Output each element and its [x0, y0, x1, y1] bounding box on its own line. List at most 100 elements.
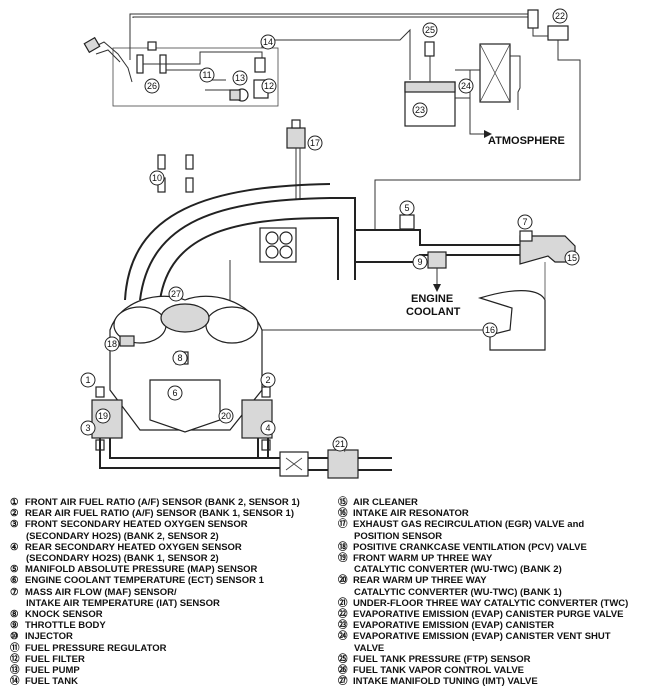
legend-marker: ⑥ [10, 575, 19, 587]
legend-marker: ⑮ [338, 497, 348, 508]
callout-circle [232, 70, 248, 86]
legend-entry: CATALYTIC CONVERTER (WU-TWC) (BANK 2) [338, 564, 628, 575]
callout-circle [168, 286, 184, 302]
callout-circle [144, 78, 160, 94]
callout-number: 15 [567, 253, 577, 263]
legend-text: VALVE [354, 642, 385, 654]
legend-entry: ⑤ MANIFOLD ABSOLUTE PRESSURE (MAP) SENSOR [10, 564, 300, 575]
legend-marker: ⑰ [338, 519, 348, 531]
callout-circle [412, 254, 428, 270]
legend-marker: ⑩ [10, 631, 19, 643]
callout-circle [399, 200, 415, 216]
legend-text: FUEL TANK PRESSURE (FTP) SENSOR [353, 653, 531, 665]
legend-marker: ⑤ [10, 564, 19, 576]
legend-marker: ⑧ [10, 609, 19, 621]
callout-number: 8 [177, 353, 182, 363]
legend-marker: ⑦ [10, 586, 19, 598]
legend-entry: ⑨ THROTTLE BODY [10, 620, 300, 631]
intake-system [124, 183, 576, 351]
legend-entry: POSITION SENSOR [338, 531, 628, 542]
legend-text: POSITION SENSOR [354, 530, 443, 542]
legend-marker: ㉓ [338, 620, 348, 632]
legend-marker: ⑯ [338, 508, 348, 520]
exhaust-system [99, 438, 392, 479]
legend-text: REAR WARM UP THREE WAY [353, 575, 487, 587]
engine-coolant-label-line1: ENGINE [411, 293, 453, 305]
callout-number: 7 [522, 217, 527, 227]
callout-number: 1 [85, 375, 90, 385]
callout-circle [458, 78, 474, 94]
legend-marker: ㉗ [338, 676, 348, 688]
legend-text: INTAKE AIR RESONATOR [353, 508, 469, 520]
callout-number: 24 [461, 81, 471, 91]
egr-valve [286, 119, 306, 200]
callout-circle [307, 135, 323, 151]
callout-circle [172, 350, 188, 366]
legend-text: EVAPORATIVE EMISSION (EVAP) CANISTER PUR… [353, 609, 624, 621]
legend-text: KNOCK SENSOR [25, 609, 103, 621]
legend-entry: (SECONDARY HO2S) (BANK 2, SENSOR 2) [10, 531, 300, 542]
legend-text: FUEL FILTER [25, 653, 85, 665]
legend-marker: ㉖ [338, 665, 348, 677]
legend-text: INJECTOR [25, 631, 73, 643]
callout-circle [564, 250, 580, 266]
callout-number: 20 [221, 411, 231, 421]
legend-entry: CATALYTIC CONVERTER (WU-TWC) (BANK 1) [338, 587, 628, 598]
callout-circle [261, 78, 277, 94]
emission-system-diagram: ATMOSPHERE ENGINE COOLANT 12345678910111… [80, 8, 581, 479]
legend-text: REAR AIR FUEL RATIO (A/F) SENSOR (BANK 1… [25, 508, 295, 520]
fuel-system [83, 9, 581, 230]
callout-number: 4 [265, 423, 270, 433]
callout-number: 19 [98, 411, 108, 421]
engine-coolant-label-line2: COOLANT [406, 306, 461, 318]
callout-circle [260, 372, 276, 388]
callout-circle [332, 436, 348, 452]
legend-entry: ㉓ EVAPORATIVE EMISSION (EVAP) CANISTER [338, 620, 628, 631]
legend-marker: ④ [10, 541, 19, 553]
callout-number: 12 [264, 81, 274, 91]
legend-text: MANIFOLD ABSOLUTE PRESSURE (MAP) SENSOR [25, 564, 258, 576]
legend-text: FUEL PRESSURE REGULATOR [25, 642, 167, 654]
legend-text: ENGINE COOLANT TEMPERATURE (ECT) SENSOR … [25, 575, 264, 587]
legend-marker: ⑲ [338, 553, 348, 565]
legend-text: UNDER-FLOOR THREE WAY CATALYTIC CONVERTE… [353, 597, 629, 609]
legend-entry: ㉑ UNDER-FLOOR THREE WAY CATALYTIC CONVERT… [338, 598, 628, 609]
legend-entry: ⑳ REAR WARM UP THREE WAY [338, 575, 628, 586]
legend-text: EVAPORATIVE EMISSION (EVAP) CANISTER [353, 620, 555, 632]
callout-number: 18 [107, 339, 117, 349]
callout-number: 9 [417, 257, 422, 267]
callout-circle [218, 408, 234, 424]
legend-marker: ⑨ [10, 620, 19, 632]
legend-text: (SECONDARY HO2S) (BANK 2, SENSOR 2) [26, 530, 219, 542]
legend-marker: ⑳ [338, 575, 348, 587]
legend-marker: ㉔ [338, 631, 348, 643]
callout-number: 16 [485, 325, 495, 335]
injectors [157, 154, 194, 193]
callout-number: 3 [85, 423, 90, 433]
legend-text: INTAKE MANIFOLD TUNING (IMT) VALVE [353, 676, 538, 688]
callout-number: 27 [171, 289, 181, 299]
legend-text: MASS AIR FLOW (MAF) SENSOR/ [25, 586, 177, 598]
callout-number: 25 [425, 25, 435, 35]
callout-number: 17 [310, 138, 320, 148]
callout-circle [167, 385, 183, 401]
callout-number: 26 [147, 81, 157, 91]
legend-text: THROTTLE BODY [25, 620, 106, 632]
legend-marker: ㉑ [338, 597, 348, 609]
legend-marker: ③ [10, 519, 19, 531]
callout-circle [517, 214, 533, 230]
callout-number: 5 [404, 203, 409, 213]
callout-circle [482, 322, 498, 338]
